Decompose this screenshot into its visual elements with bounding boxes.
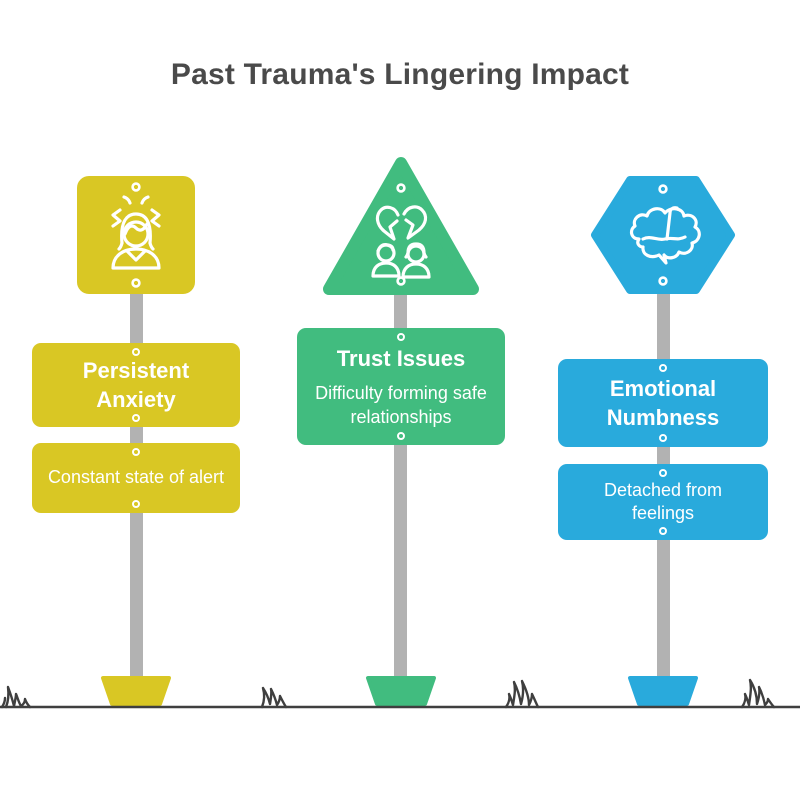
signpost-pole [657,240,670,684]
broken-heart-couple-icon [371,205,431,279]
hexagon-sign [591,176,735,294]
grass-tuft-icon [0,685,32,709]
column-heading: Persistent Anxiety [82,357,190,412]
square-sign [77,176,195,294]
screw-icon [396,183,406,193]
screw-icon [132,414,140,422]
grass-tuft-icon [740,678,776,709]
signpost-base [366,676,436,706]
heading-sign: Emotional Numbness [558,359,768,447]
signpost-pole [394,240,407,684]
body-sign: Constant state of alert [32,443,240,513]
page-title: Past Trauma's Lingering Impact [170,58,630,91]
grass-tuft-icon [260,686,288,709]
column-body: Constant state of alert [47,467,225,488]
screw-icon [132,348,140,356]
combined-sign: Trust Issues Difficulty forming safe rel… [297,328,505,445]
signpost-base [628,676,698,706]
screw-icon [659,364,667,372]
column-heading: Trust Issues [336,346,466,372]
triangle-sign [323,157,479,295]
ground-line [0,678,800,709]
grass-tuft-icon [504,679,540,709]
signpost-base [101,676,171,706]
screw-icon [132,448,140,456]
screw-icon [397,432,405,440]
screw-icon [659,469,667,477]
column-heading: Emotional Numbness [606,375,720,430]
screw-icon [396,276,406,286]
screw-icon [131,182,141,192]
body-sign: Detached from feelings [558,464,768,540]
anxious-person-icon [111,195,161,270]
heading-sign: Persistent Anxiety [32,343,240,427]
screw-icon [131,278,141,288]
screw-icon [658,276,668,286]
screw-icon [397,333,405,341]
column-body: Detached from feelings [603,479,723,523]
screw-icon [659,434,667,442]
screw-icon [132,500,140,508]
column-body: Difficulty forming safe relationships [315,383,487,427]
screw-icon [659,527,667,535]
brain-icon [629,206,701,265]
screw-icon [658,184,668,194]
